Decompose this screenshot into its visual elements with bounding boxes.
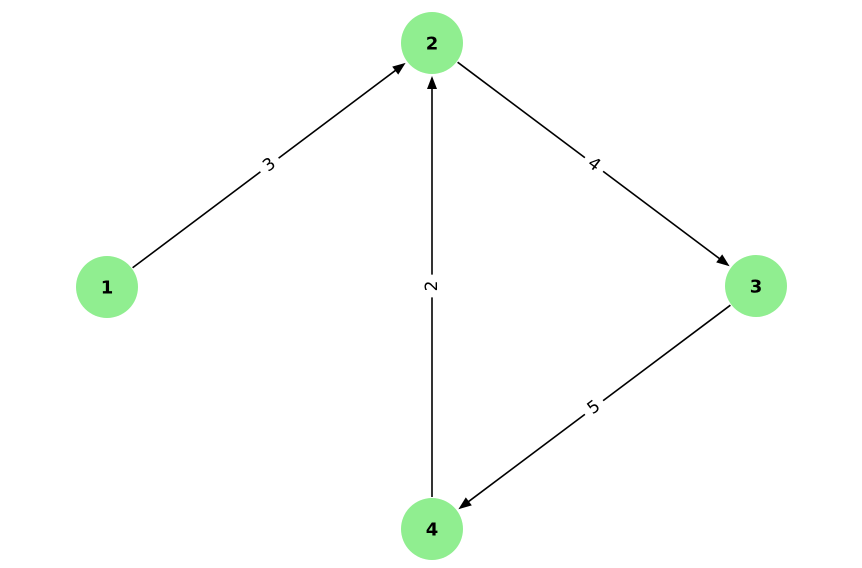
node-label: 3	[750, 277, 763, 298]
edge-weight-bg	[421, 274, 443, 298]
edge-weight-label: 2	[422, 281, 442, 292]
node-circle	[76, 256, 138, 318]
edge-weight-1-2: 3	[253, 149, 286, 181]
edge-arrowhead	[458, 497, 472, 510]
edge-arrowhead	[427, 76, 437, 89]
graph-node-1: 1	[76, 256, 138, 318]
node-label: 4	[426, 520, 439, 541]
graph-node-4: 4	[401, 498, 463, 560]
edge-weight-bg	[578, 391, 610, 424]
node-label: 1	[101, 278, 114, 299]
edge-weight-bg	[253, 149, 286, 181]
edge-arrowhead	[392, 62, 406, 75]
edge-weight-3-4: 5	[578, 391, 610, 424]
node-label: 2	[426, 34, 439, 55]
graph-node-3: 3	[725, 255, 787, 317]
edge-weight-bg	[578, 148, 610, 181]
node-circle	[401, 12, 463, 74]
edge-arrowhead	[716, 254, 730, 267]
node-circle	[725, 255, 787, 317]
edge-weight-4-2: 2	[421, 274, 443, 298]
edge-labels-layer: 3 4 2 5	[253, 148, 610, 424]
edge-weight-2-3: 4	[578, 148, 610, 181]
node-circle	[401, 498, 463, 560]
graph-node-2: 2	[401, 12, 463, 74]
nodes-layer: 1 2 3 4	[76, 12, 787, 560]
